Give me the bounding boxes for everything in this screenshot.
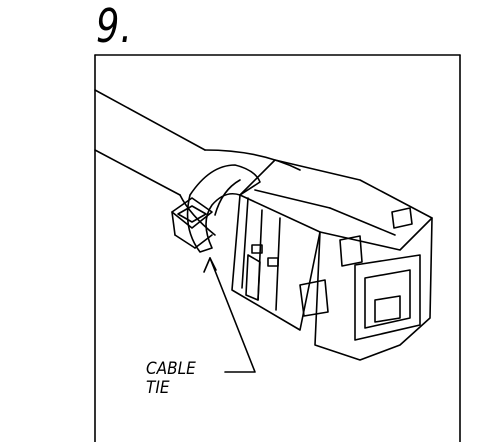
callout-leader [203, 257, 256, 373]
connector-body [231, 159, 433, 361]
cable-tie-label: CABLE TIE [146, 360, 196, 398]
cable-tie [171, 164, 261, 253]
callout-line-1: CABLE [146, 359, 196, 379]
frame [94, 54, 461, 442]
step-number: 9. [96, 0, 133, 53]
callout-line-2: TIE [146, 378, 170, 398]
cable [94, 89, 301, 236]
